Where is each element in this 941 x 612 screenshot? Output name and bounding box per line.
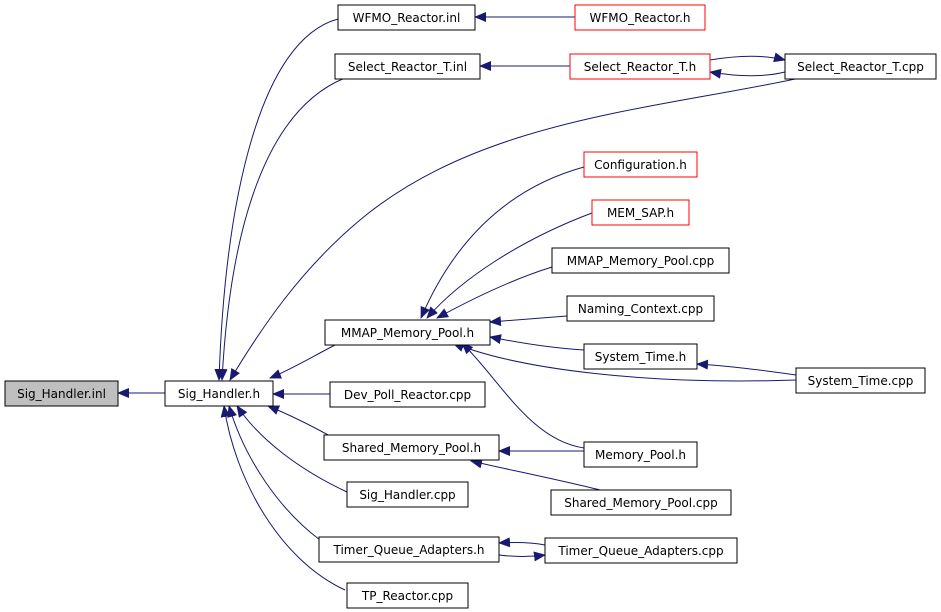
svg-text:Sig_Handler.cpp: Sig_Handler.cpp bbox=[359, 488, 455, 502]
svg-text:System_Time.cpp: System_Time.cpp bbox=[808, 374, 914, 388]
edge-select-inl-to-sig-handler-h bbox=[217, 77, 346, 381]
edge-system-time-cpp-to-system-time-h bbox=[696, 359, 797, 376]
edge-shared-pool-cpp-to-shared-pool-h bbox=[470, 458, 601, 491]
node-tp-reactor-cpp[interactable]: TP_Reactor.cpp bbox=[346, 582, 469, 609]
svg-text:MMAP_Memory_Pool.h: MMAP_Memory_Pool.h bbox=[341, 326, 474, 340]
svg-text:Timer_Queue_Adapters.h: Timer_Queue_Adapters.h bbox=[332, 543, 484, 557]
edge-configuration-h-to-mmap-h bbox=[420, 166, 585, 319]
svg-text:Select_Reactor_T.cpp: Select_Reactor_T.cpp bbox=[797, 60, 924, 74]
svg-text:Shared_Memory_Pool.cpp: Shared_Memory_Pool.cpp bbox=[564, 496, 718, 510]
edge-naming-context-to-mmap-h bbox=[489, 315, 568, 327]
node-sig-handler-cpp[interactable]: Sig_Handler.cpp bbox=[346, 481, 469, 508]
edge-mmap-h-to-sig-handler-h bbox=[269, 344, 336, 379]
node-configuration-h[interactable]: Configuration.h bbox=[583, 151, 698, 178]
svg-text:MMAP_Memory_Pool.cpp: MMAP_Memory_Pool.cpp bbox=[567, 254, 714, 268]
node-shared-memory-pool-cpp[interactable]: Shared_Memory_Pool.cpp bbox=[550, 489, 732, 516]
node-select-reactor-t-inl[interactable]: Select_Reactor_T.inl bbox=[334, 53, 481, 80]
svg-text:Select_Reactor_T.h: Select_Reactor_T.h bbox=[584, 60, 696, 74]
svg-text:Configuration.h: Configuration.h bbox=[594, 158, 687, 172]
svg-text:Dev_Poll_Reactor.cpp: Dev_Poll_Reactor.cpp bbox=[344, 388, 471, 402]
node-wfmo-reactor-inl[interactable]: WFMO_Reactor.inl bbox=[337, 4, 476, 31]
node-select-reactor-t-cpp[interactable]: Select_Reactor_T.cpp bbox=[784, 53, 937, 80]
svg-text:WFMO_Reactor.h: WFMO_Reactor.h bbox=[590, 11, 691, 25]
svg-text:Shared_Memory_Pool.h: Shared_Memory_Pool.h bbox=[342, 441, 481, 455]
node-shared-memory-pool-h[interactable]: Shared_Memory_Pool.h bbox=[323, 434, 500, 461]
svg-text:Sig_Handler.inl: Sig_Handler.inl bbox=[17, 387, 106, 401]
node-sig-handler-inl: Sig_Handler.inl bbox=[4, 380, 119, 407]
svg-text:Timer_Queue_Adapters.cpp: Timer_Queue_Adapters.cpp bbox=[557, 544, 723, 558]
edge-timer-queue-h-to-sig-handler-h bbox=[227, 405, 321, 541]
edge-select-cpp-to-sig-handler-h bbox=[229, 77, 801, 381]
node-system-time-h[interactable]: System_Time.h bbox=[583, 343, 698, 370]
node-timer-queue-adapters-h[interactable]: Timer_Queue_Adapters.h bbox=[318, 536, 500, 563]
node-memory-pool-h[interactable]: Memory_Pool.h bbox=[583, 441, 698, 468]
svg-text:WFMO_Reactor.inl: WFMO_Reactor.inl bbox=[353, 11, 461, 25]
edge-mem-sap-h-to-mmap-h bbox=[426, 212, 593, 319]
svg-text:TP_Reactor.cpp: TP_Reactor.cpp bbox=[361, 589, 453, 603]
svg-text:Memory_Pool.h: Memory_Pool.h bbox=[595, 448, 686, 462]
svg-text:Naming_Context.cpp: Naming_Context.cpp bbox=[578, 302, 703, 316]
svg-text:System_Time.h: System_Time.h bbox=[595, 350, 687, 364]
node-dev-poll-reactor-cpp[interactable]: Dev_Poll_Reactor.cpp bbox=[329, 381, 486, 408]
node-naming-context-cpp[interactable]: Naming_Context.cpp bbox=[566, 295, 715, 322]
edge-tp-reactor-to-sig-handler-h bbox=[220, 405, 346, 591]
svg-text:MEM_SAP.h: MEM_SAP.h bbox=[607, 206, 674, 220]
edge-mmap-cpp-to-mmap-h bbox=[436, 266, 553, 319]
node-select-reactor-t-h[interactable]: Select_Reactor_T.h bbox=[569, 53, 711, 80]
edge-timer-queue-cpp-to-timer-queue-h bbox=[498, 537, 546, 548]
node-wfmo-reactor-h[interactable]: WFMO_Reactor.h bbox=[574, 4, 706, 31]
node-sig-handler-h[interactable]: Sig_Handler.h bbox=[164, 380, 274, 407]
edge-memory-pool-h-to-mmap-h bbox=[461, 342, 585, 449]
svg-text:Sig_Handler.h: Sig_Handler.h bbox=[178, 387, 260, 401]
edge-select-cpp-to-select-h bbox=[709, 68, 786, 79]
node-mem-sap-h[interactable]: MEM_SAP.h bbox=[591, 199, 690, 226]
edge-system-time-cpp-to-mmap-h bbox=[452, 342, 797, 382]
node-mmap-memory-pool-h[interactable]: MMAP_Memory_Pool.h bbox=[324, 319, 491, 346]
node-system-time-cpp[interactable]: System_Time.cpp bbox=[795, 367, 926, 394]
edge-sig-handler-cpp-to-sig-handler-h bbox=[236, 405, 348, 493]
edge-select-h-to-select-cpp bbox=[709, 52, 786, 63]
svg-text:Select_Reactor_T.inl: Select_Reactor_T.inl bbox=[348, 60, 467, 74]
edge-wfmo-inl-to-sig-handler-h bbox=[214, 18, 339, 381]
edge-system-time-h-to-mmap-h bbox=[489, 334, 585, 351]
node-timer-queue-adapters-cpp[interactable]: Timer_Queue_Adapters.cpp bbox=[544, 537, 738, 564]
edge-shared-pool-h-to-sig-handler-h bbox=[267, 405, 331, 437]
edge-timer-queue-h-to-timer-queue-cpp bbox=[498, 551, 546, 562]
node-mmap-memory-pool-cpp[interactable]: MMAP_Memory_Pool.cpp bbox=[551, 247, 730, 274]
